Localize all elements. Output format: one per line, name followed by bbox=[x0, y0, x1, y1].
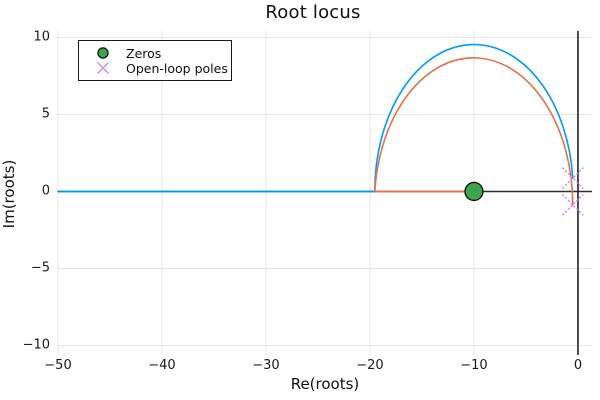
poles-xcross-icon bbox=[79, 61, 126, 75]
legend-item-zeros: Zeros bbox=[79, 46, 231, 61]
chart-title-text: Root locus bbox=[265, 2, 361, 23]
x-tick-label: −20 bbox=[356, 358, 384, 373]
legend-box: Zeros Open-loop poles bbox=[78, 40, 232, 81]
chart-title: Root locus bbox=[0, 2, 600, 23]
zeros-circle-icon bbox=[79, 46, 126, 60]
legend-item-open-loop-poles: Open-loop poles bbox=[79, 61, 231, 76]
x-tick-label: −10 bbox=[460, 358, 488, 373]
y-tick-label: 0 bbox=[41, 183, 50, 199]
pole-zero-markers bbox=[464, 167, 584, 216]
y-tick-label: −5 bbox=[30, 260, 50, 276]
x-tick-label: 0 bbox=[573, 358, 583, 373]
x-axis-label: Re(roots) bbox=[290, 375, 360, 393]
locus-branches bbox=[57, 43, 574, 206]
y-tick-label: −10 bbox=[22, 337, 50, 353]
x-tick-label: −30 bbox=[252, 358, 280, 373]
legend-label-zeros: Zeros bbox=[126, 45, 162, 61]
y-tick-label: 5 bbox=[41, 106, 50, 122]
y-tick-label: 10 bbox=[33, 29, 50, 45]
x-tick-label: −50 bbox=[44, 358, 72, 373]
x-tick-label: −40 bbox=[148, 358, 176, 373]
legend-label-open-loop-poles: Open-loop poles bbox=[126, 60, 228, 76]
